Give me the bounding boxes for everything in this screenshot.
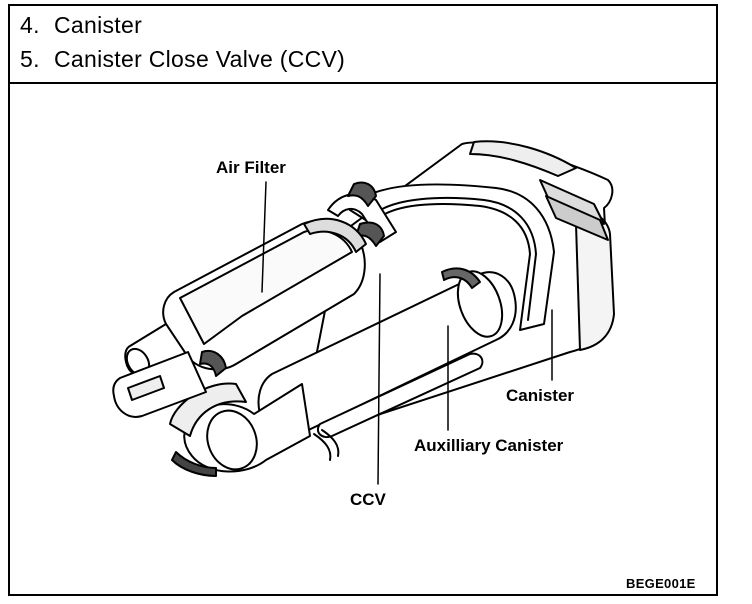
legend-item-number: 5. xyxy=(20,46,40,72)
air-filter-face xyxy=(179,229,353,345)
canister-bracket xyxy=(469,140,577,177)
canister-tube-inner xyxy=(369,197,537,321)
ccv-clamp xyxy=(171,451,217,477)
auxiliary-clip xyxy=(316,352,484,438)
auxiliary-clip-ribs xyxy=(313,429,340,461)
label-auxiliary-canister: Auxilliary Canister xyxy=(414,436,564,455)
legend-header: 4. Canister 5. Canister Close Valve (CCV) xyxy=(10,6,716,84)
legend-item-text: Canister xyxy=(54,12,143,38)
figure-frame: 4. Canister 5. Canister Close Valve (CCV) xyxy=(8,4,718,596)
label-canister: Canister xyxy=(506,386,575,405)
air-filter-leader xyxy=(261,181,267,293)
figure-code: BEGE001E xyxy=(626,576,696,591)
legend-item-text: Canister Close Valve (CCV) xyxy=(54,46,346,72)
auxiliary-canister-body xyxy=(257,271,517,439)
canister-strap xyxy=(545,195,609,241)
ccv-hose xyxy=(169,382,247,437)
air-filter-band xyxy=(303,217,367,253)
pipe-clamp xyxy=(347,181,377,207)
ccv-valve-end xyxy=(206,409,258,471)
legend-item-ccv: 5. Canister Close Valve (CCV) xyxy=(20,46,345,73)
connector-clamp xyxy=(199,350,227,377)
label-air-filter: Air Filter xyxy=(216,158,286,177)
legend-item-number: 4. xyxy=(20,12,40,38)
auxiliary-ring xyxy=(441,267,481,289)
canister-strap xyxy=(539,179,605,225)
legend-item-canister: 4. Canister xyxy=(20,12,142,39)
connector-tab xyxy=(127,375,165,401)
canister-drawing xyxy=(112,140,615,485)
label-ccv: CCV xyxy=(350,490,386,509)
canister-illustration: Air Filter Canister Auxilliary Canister … xyxy=(10,84,716,594)
ccv-leader xyxy=(377,273,381,485)
